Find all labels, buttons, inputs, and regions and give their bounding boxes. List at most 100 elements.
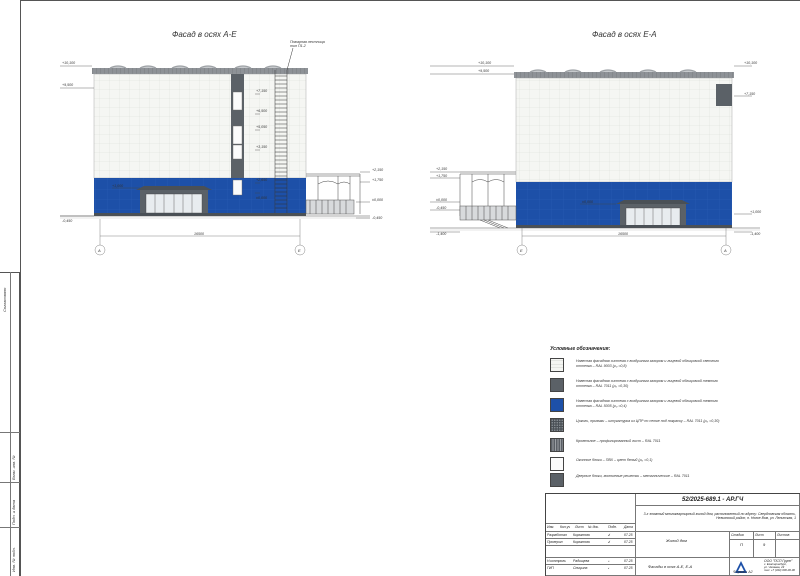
level-r-mid: ±0,000 — [582, 200, 593, 204]
hdr-doc: № док. — [588, 525, 599, 529]
hdr-sign: Подп. — [608, 525, 618, 529]
canopy-left — [305, 173, 361, 215]
stage-value: П — [740, 542, 743, 547]
stamp-object: Жилой дом — [666, 538, 687, 543]
person-date: 07.25 — [624, 533, 633, 537]
level-l-4: +3,150 — [256, 145, 268, 149]
level-r-a1: +2,150 — [436, 167, 448, 171]
level-l-3: +5,050 — [256, 125, 268, 129]
level-r-top2: +10,100 — [744, 61, 758, 65]
frame-left-line — [20, 0, 21, 576]
canopy-right — [459, 171, 517, 229]
stamp-code: 52/2025-689.1 - АР.ГЧ — [682, 497, 744, 503]
level-l-r2: +1,750 — [372, 178, 384, 182]
stamp-headers: Изм. Кол.уч Лист № док. Подп. Дата — [546, 524, 636, 532]
level-r-roof: +9,500 — [478, 69, 490, 73]
stamp-sheet-name: Фасады в осях А-Е, Е-А — [648, 564, 693, 569]
company-addr: г. Екатеринбург, ул. Чапаева, 23 тел: +7… — [764, 562, 795, 573]
level-l-1: +7,150 — [256, 89, 268, 93]
legend-swatch — [550, 473, 564, 487]
level-l-8: -0,450 — [62, 219, 73, 223]
dimension-right: 16500 — [618, 232, 628, 236]
sheet-cell: 9 — [754, 540, 776, 558]
person-name: Спицына — [573, 566, 588, 570]
level-l-r4: -0,450 — [372, 216, 383, 220]
person-role: ГИП — [547, 566, 554, 570]
frame-top-line — [20, 0, 800, 1]
company-logo-icon — [735, 561, 747, 573]
stamp-row: Н.контроль Радищева 𝓇 07.25 — [546, 558, 636, 565]
stamp-row: Разработал Кирьянова 𝓀 07.25 — [546, 532, 636, 539]
person-sign: 𝓇 — [608, 559, 610, 563]
level-l-top: +10,100 — [62, 61, 76, 65]
person-sign: 𝓀 — [608, 533, 610, 537]
sheet-value: 9 — [763, 542, 766, 547]
sheet-label-cell: Лист — [754, 532, 776, 540]
legend-swatch — [550, 418, 564, 432]
sheets-label-cell: Листов — [776, 532, 800, 540]
stamp-empty — [546, 546, 636, 558]
legend-text: Дверные блоки, молниевые решетки – метал… — [576, 474, 690, 478]
legend-item: Кровельное – профилированный лист – RAL … — [550, 436, 800, 456]
level-r-a5: -1,400 — [436, 232, 447, 236]
legend-text: Кровельное – профилированный лист – RAL … — [576, 439, 661, 443]
sheet-label: Лист — [755, 533, 764, 537]
legend-swatch — [550, 378, 564, 392]
sheets-label: Листов — [777, 533, 790, 537]
level-l-r3: ±0,000 — [372, 198, 383, 202]
stamp-object-cell: Жилой дом — [636, 532, 730, 558]
legend-swatch — [550, 398, 564, 412]
binding-strip: Взам. инв. № Подп. и дата Инв. № подл. С… — [0, 272, 20, 576]
axis-line-right — [516, 228, 732, 256]
axis-label-e-left: Е — [298, 248, 301, 253]
legend-item: Дверные блоки, молниевые решетки – метал… — [550, 471, 800, 491]
level-l-roof: +9,500 — [62, 83, 74, 87]
level-r-r1: +1,000 — [750, 210, 762, 214]
axis-label-a-left: А — [98, 248, 101, 253]
view-title-2: Фасад в осях Е-А — [592, 30, 657, 39]
legend-text: Навесная фасадная система с воздушным за… — [576, 399, 718, 408]
legend: Условные обозначения: Навесная фасадная … — [542, 340, 800, 490]
ladder-callout: Пожарная лестница тип П1-2 — [290, 40, 325, 48]
level-r-r3: -1,400 — [750, 232, 761, 236]
hdr-kol: Кол.уч — [560, 525, 571, 529]
level-r-l1: +7,150 — [744, 92, 756, 96]
person-date: 07.25 — [624, 559, 633, 563]
hdr-date: Дата — [624, 525, 633, 529]
level-r-top: +10,100 — [478, 61, 492, 65]
stage-label-cell: Стадия — [730, 532, 754, 540]
legend-item: Навесная фасадная система с воздушным за… — [550, 396, 800, 416]
stamp-empty — [546, 494, 636, 524]
roof-left — [92, 68, 308, 74]
person-role: Проверил — [547, 540, 563, 544]
axis-label-e-right: Е — [520, 248, 523, 253]
person-name: Кирьянова — [573, 533, 590, 537]
person-sign: 𝓈 — [608, 566, 610, 570]
stamp-project: 3-х этажный многоквартирный жилой дом, р… — [643, 512, 796, 521]
title-block: Изм. Кол.уч Лист № док. Подп. Дата Разра… — [545, 493, 800, 576]
stage-cell: П — [730, 540, 754, 558]
format-label: Формат А2 — [733, 570, 753, 574]
legend-swatch — [550, 457, 564, 471]
legend-item: Цоколь, приямки – штукатурка из ЦПР по с… — [550, 416, 800, 436]
level-r-a4: -0,450 — [436, 206, 447, 210]
legend-text: Цоколь, приямки – штукатурка из ЦПР по с… — [576, 419, 720, 423]
stage-label: Стадия — [731, 533, 744, 537]
level-l-7: ±0,000 — [256, 196, 267, 200]
axis-line-left — [94, 219, 306, 256]
sheets-cell — [776, 540, 800, 558]
axis-label-a-right: А — [724, 248, 727, 253]
person-date: 07.25 — [624, 540, 633, 544]
legend-swatch — [550, 358, 564, 372]
stamp-row: ГИП Спицына 𝓈 07.25 — [546, 565, 636, 576]
legend-item: Оконные блоки – ПВХ – цвет белый (ρ₀ =0,… — [550, 455, 800, 475]
legend-swatch — [550, 438, 564, 452]
level-l-6: +1,000 — [112, 184, 124, 188]
roof-right — [514, 72, 734, 78]
company-name: ООО "ПСП Групп" — [764, 559, 793, 563]
legend-heading: Условные обозначения: — [550, 346, 611, 352]
legend-text: Навесная фасадная система с воздушным за… — [576, 359, 720, 368]
person-date: 07.25 — [624, 566, 633, 570]
